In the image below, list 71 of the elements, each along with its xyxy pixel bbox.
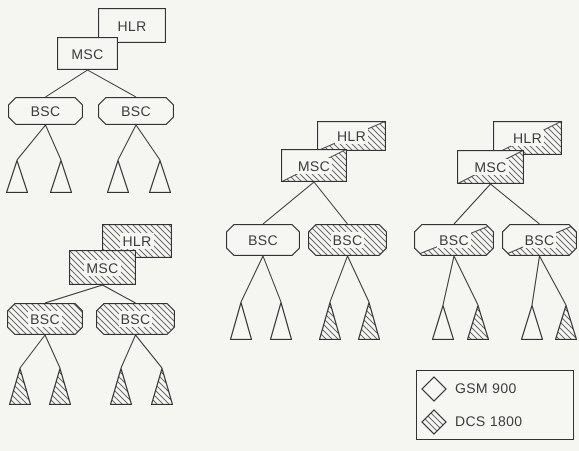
node-label: MSC — [472, 159, 509, 175]
connector-line — [490, 184, 540, 224]
node-label: BSC — [28, 311, 62, 327]
triangle-node — [110, 368, 132, 405]
node-label: BSC — [330, 232, 364, 248]
rectangle-node — [457, 150, 524, 184]
rectangle-node — [281, 149, 347, 182]
connector-line — [262, 256, 282, 302]
node-label: BSC — [246, 232, 280, 248]
connector-line — [16, 124, 46, 160]
connector-line — [314, 182, 348, 224]
triangle-node — [6, 160, 28, 193]
connector-line — [539, 256, 566, 306]
rectangle-node — [69, 250, 136, 285]
legend-label: GSM 900 — [455, 379, 517, 398]
octagon-node — [96, 303, 175, 335]
node-label: HLR — [120, 233, 154, 249]
connector-line — [240, 256, 264, 302]
connector-line — [87, 70, 136, 98]
connector-line — [136, 124, 160, 160]
triangle-node — [9, 368, 31, 405]
node-label: HLR — [510, 130, 544, 146]
connector-line — [262, 182, 314, 224]
node-label: BSC — [119, 103, 153, 119]
triangle-node — [50, 160, 72, 193]
rectangle-node — [102, 224, 172, 258]
connector-line — [118, 124, 136, 160]
octagon-node — [414, 224, 494, 256]
triangle-node — [555, 305, 577, 340]
connector-line — [347, 256, 370, 302]
triangle-node — [270, 302, 292, 340]
connector-line — [454, 184, 491, 224]
connector-line — [20, 334, 46, 368]
octagon-node — [502, 224, 577, 256]
connector-line — [135, 334, 162, 368]
triangle-node — [432, 305, 454, 340]
connector-line — [442, 256, 454, 306]
octagon-node — [7, 303, 83, 335]
triangle-node — [149, 160, 171, 193]
rectangle-node — [493, 121, 562, 155]
node-label: BSC — [437, 232, 471, 248]
triangle-node — [358, 302, 380, 340]
connector-line — [44, 284, 103, 304]
rectangle-node — [57, 37, 118, 70]
node-label: BSC — [522, 232, 556, 248]
octagon-node — [8, 97, 83, 125]
legend-label: DCS 1800 — [455, 412, 522, 431]
triangle-node — [467, 305, 489, 340]
node-label: BSC — [118, 311, 152, 327]
connector-line — [454, 256, 478, 306]
node-label: HLR — [334, 128, 368, 144]
triangle-node — [107, 160, 129, 193]
triangle-node — [230, 302, 252, 340]
connector-line — [330, 256, 348, 302]
connector-line — [45, 124, 62, 160]
connector-line — [45, 70, 88, 98]
octagon-node — [308, 224, 387, 256]
connector-line — [102, 284, 136, 304]
octagon-node — [98, 97, 174, 125]
rectangle-node — [317, 121, 386, 151]
triangle-node — [151, 368, 173, 405]
node-label: MSC — [84, 260, 121, 276]
node-label: BSC — [28, 103, 62, 119]
connector-line — [532, 256, 540, 306]
node-label: MSC — [296, 158, 332, 174]
triangle-node — [521, 305, 543, 340]
triangle-node — [49, 368, 71, 405]
connector-line — [120, 334, 136, 368]
triangle-node — [319, 302, 341, 340]
octagon-node — [226, 224, 300, 256]
connector-line — [44, 334, 60, 368]
